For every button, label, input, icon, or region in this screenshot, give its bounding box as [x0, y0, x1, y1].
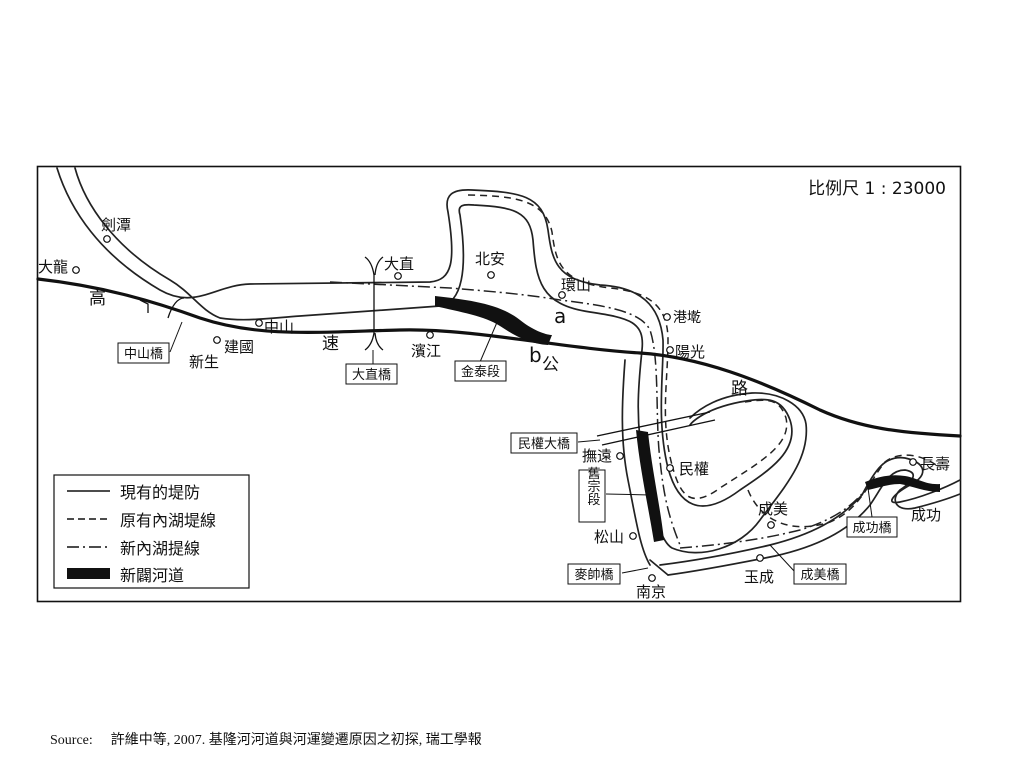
expressway-line [36, 277, 962, 438]
site-label-a: a [554, 304, 566, 328]
scale-label: 比例尺 1 : 23000 [808, 179, 946, 199]
original-neihu-embankment [467, 194, 941, 528]
boxed-label-old-section: 舊宗段 [578, 467, 606, 523]
road-char-gong: 公 [542, 355, 559, 375]
station-markers [72, 235, 917, 582]
place-yucheng: 玉成 [744, 568, 774, 586]
svg-text:金泰段: 金泰段 [461, 364, 500, 380]
place-yangguang: 陽光 [675, 343, 705, 361]
new-neihu-embankment [329, 281, 873, 549]
legend-label-original: 原有內湖堤線 [120, 511, 216, 530]
svg-text:民權大橋: 民權大橋 [518, 437, 570, 452]
svg-text:成功橋: 成功橋 [852, 521, 891, 536]
boxed-label-minquan-bridge: 民權大橋 [510, 432, 578, 454]
source-text: 許維中等, 2007. 基隆河河道與河運變遷原因之初探, 瑞工學報 [110, 733, 482, 748]
road-char-gao: 高 [89, 289, 106, 309]
place-zhongshan: 中山 [264, 318, 294, 336]
place-binjiang: 濱江 [411, 342, 441, 360]
svg-text:麥帥橋: 麥帥橋 [574, 567, 613, 583]
legend: 現有的堤防 原有內湖堤線 新內湖提線 新闢河道 [53, 474, 250, 589]
legend-label-existing: 現有的堤防 [120, 483, 200, 502]
new-channel-jintai [435, 296, 552, 345]
road-char-lu: 路 [731, 379, 748, 399]
boxed-label-maishuai-bridge: 麥帥橋 [567, 563, 621, 585]
place-songshan: 松山 [594, 528, 624, 546]
place-jiantan: 劍潭 [101, 216, 131, 234]
legend-swatch-new-channel [67, 568, 110, 579]
place-huanshan: 環山 [561, 276, 591, 294]
svg-text:中山橋: 中山橋 [124, 347, 163, 362]
source-caption: Source: 許維中等, 2007. 基隆河河道與河運變遷原因之初探, 瑞工學報 [50, 729, 482, 749]
boxed-label-zhongshan-bridge: 中山橋 [117, 342, 170, 364]
map-frame [36, 165, 962, 603]
legend-label-new-line: 新內湖提線 [120, 539, 200, 558]
boxed-label-jintai-section: 金泰段 [454, 360, 507, 382]
new-channel-changshou [865, 475, 940, 492]
site-label-b: b [529, 343, 542, 367]
place-chenggong: 成功 [911, 506, 941, 524]
place-xinsheng: 新生 [189, 353, 219, 371]
place-dazhi: 大直 [384, 255, 414, 273]
existing-embankments [56, 167, 961, 576]
place-chengmei: 成美 [758, 500, 788, 518]
road-char-su: 速 [322, 334, 339, 354]
boxed-label-chenggong-bridge: 成功橋 [846, 516, 898, 538]
place-changshou: 長壽 [920, 455, 950, 473]
place-beian: 北安 [475, 250, 505, 268]
svg-text:大直橋: 大直橋 [352, 368, 391, 383]
place-minquan: 民權 [679, 460, 709, 478]
place-gangqi: 港墘 [673, 310, 701, 326]
bridge-marks [139, 256, 716, 446]
place-jianguo: 建國 [224, 338, 254, 356]
svg-text:舊宗段: 舊宗段 [585, 467, 601, 506]
place-nanjing: 南京 [636, 583, 666, 601]
leader-lines [169, 319, 873, 574]
place-fuyuan: 撫遠 [582, 447, 612, 465]
source-label: Source: [50, 733, 93, 748]
boxed-label-chengmei-bridge: 成美橋 [793, 563, 847, 585]
boxed-label-dazhi-bridge: 大直橋 [345, 363, 398, 385]
svg-text:成美橋: 成美橋 [800, 568, 839, 583]
new-channel-old-section [636, 430, 664, 542]
place-dalong: 大龍 [38, 258, 68, 276]
legend-label-new-channel: 新闢河道 [120, 566, 184, 585]
